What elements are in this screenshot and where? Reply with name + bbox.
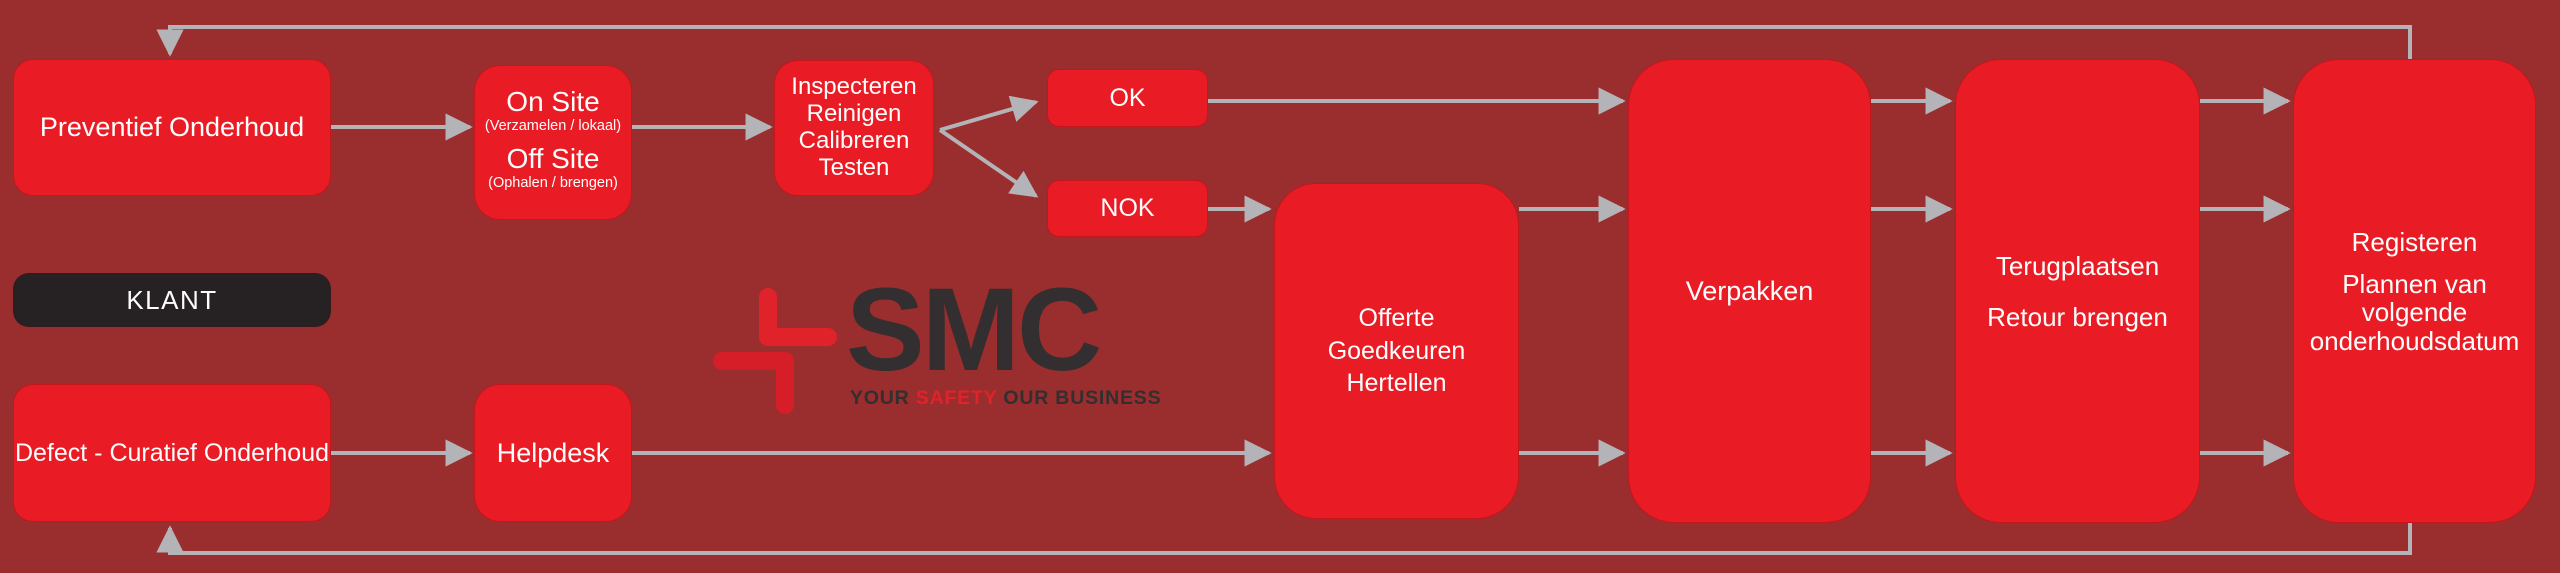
- node-ok: OK: [1047, 69, 1208, 127]
- on-site-sublabel: (Verzamelen / lokaal): [484, 118, 622, 135]
- node-label-line: Testen: [818, 153, 890, 181]
- tagline-safety: SAFETY: [915, 387, 998, 410]
- smc-tagline: YOUR SAFETY OUR BUSINESS: [850, 387, 1161, 410]
- node-label: NOK: [1100, 194, 1155, 222]
- node-label-line: Reinigen: [806, 100, 902, 128]
- node-preventief-onderhoud: Preventief Onderhoud: [13, 59, 331, 196]
- node-offerte-goedkeuren-hertellen: Offerte Goedkeuren Hertellen: [1274, 183, 1519, 519]
- node-terugplaatsen-retour-brengen: Terugplaatsen Retour brengen: [1955, 59, 2200, 523]
- node-klant: KLANT: [13, 273, 331, 327]
- on-site-label: On Site: [506, 85, 600, 117]
- node-label-line: Terugplaatsen: [1995, 250, 2160, 281]
- node-label: Verpakken: [1685, 275, 1814, 306]
- off-site-sublabel: (Ophalen / brengen): [488, 174, 618, 191]
- node-label: Preventief Onderhoud: [39, 112, 305, 142]
- node-label-line: Inspecteren: [791, 73, 917, 101]
- node-label: Helpdesk: [496, 437, 610, 468]
- node-label: KLANT: [126, 284, 218, 315]
- feedback-line-top: [156, 25, 2412, 59]
- smc-logo-text: SMC YOUR SAFETY OUR BUSINESS: [846, 264, 1161, 410]
- smc-logo: SMC YOUR SAFETY OUR BUSINESS: [712, 271, 1161, 414]
- node-label-line: Hertellen: [1346, 369, 1447, 398]
- smc-cross-icon: [713, 288, 837, 414]
- arrow-inspecteren-to-nok: [938, 128, 1039, 198]
- node-registeren-plannen: Registeren Plannen van volgende onderhou…: [2293, 59, 2536, 523]
- node-verpakken: Verpakken: [1628, 59, 1871, 523]
- node-helpdesk: Helpdesk: [474, 384, 632, 522]
- smc-brand-text: SMC: [846, 264, 1102, 396]
- node-on-site-off-site: On Site (Verzamelen / lokaal) Off Site (…: [474, 65, 632, 220]
- node-inspecteren-reinigen-calibreren-testen: Inspecteren Reinigen Calibreren Testen: [774, 60, 934, 196]
- node-label-line: Calibreren: [798, 127, 910, 154]
- tagline-our-business: OUR BUSINESS: [997, 387, 1162, 410]
- node-label-line: Plannen van volgende onderhoudsdatum: [2309, 268, 2520, 356]
- feedback-line-bottom: [156, 523, 2412, 555]
- tagline-your: YOUR: [850, 387, 916, 410]
- node-nok: NOK: [1047, 180, 1208, 237]
- node-label-line: Registeren: [2351, 226, 2478, 257]
- node-label-line: Retour brengen: [1987, 301, 2168, 332]
- node-defect-curatief-onderhoud: Defect - Curatief Onderhoud: [13, 384, 331, 522]
- node-label: OK: [1109, 83, 1146, 112]
- node-label-line: Offerte: [1358, 304, 1435, 333]
- arrow-inspecteren-to-ok: [939, 95, 1039, 132]
- node-label: Defect - Curatief Onderhoud: [14, 438, 330, 467]
- node-label-line: Goedkeuren: [1327, 336, 1466, 365]
- off-site-label: Off Site: [506, 142, 600, 174]
